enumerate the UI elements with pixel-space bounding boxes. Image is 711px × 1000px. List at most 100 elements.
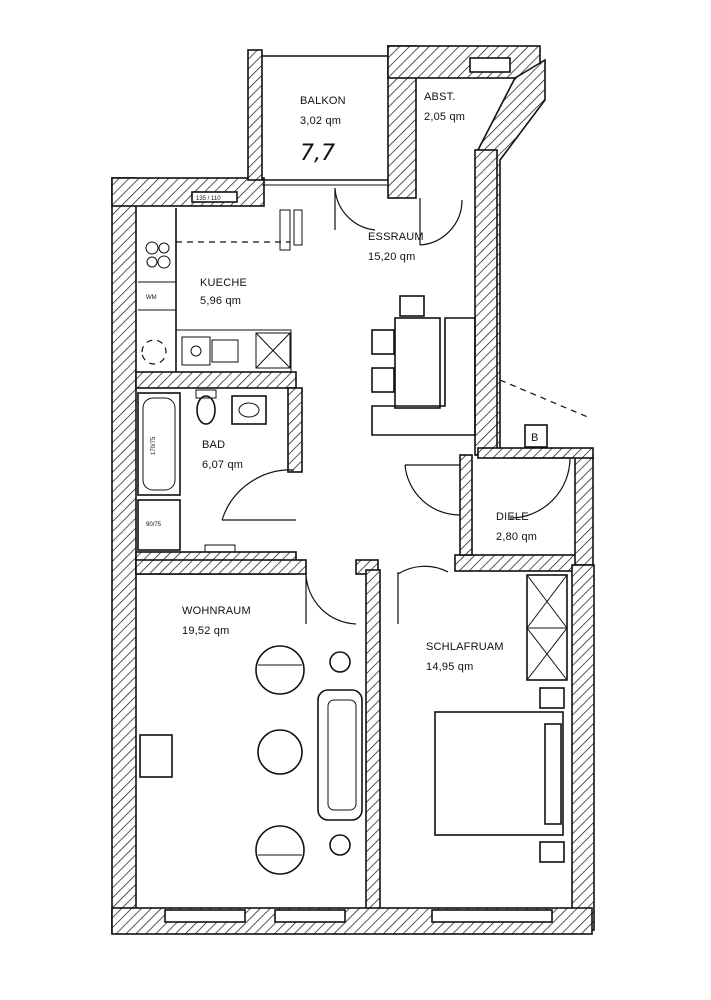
- side-table-bottom: [329, 834, 351, 856]
- wardrobe-x4: [526, 627, 568, 681]
- living-cabinet: [139, 734, 173, 778]
- room-abst-area: 2,05 qm: [424, 111, 465, 123]
- nightstand-bottom: [539, 841, 565, 863]
- sink-drain: [190, 345, 202, 357]
- bathtub: [137, 392, 181, 496]
- kitchen-table-dash: [141, 339, 167, 365]
- stove-burner-1: [145, 241, 159, 255]
- window-kitchen: [191, 191, 238, 203]
- chair-top: [399, 295, 425, 317]
- door-bedroom: [397, 565, 449, 624]
- marker-b: B: [531, 432, 539, 444]
- kitchen-sink: [181, 336, 211, 366]
- window-kitchen-label: 135 / 110: [196, 196, 221, 202]
- wall-diele-left: [459, 454, 473, 556]
- living-furniture: [139, 645, 363, 875]
- wall-bedroom-top: [454, 554, 586, 572]
- window-abst: [469, 57, 511, 73]
- room-wohnraum-name: WOHNRAUM: [182, 605, 251, 617]
- stove-burner-2: [158, 242, 170, 254]
- bedroom-furniture: [434, 574, 568, 863]
- bathtub-label: 170/75: [151, 436, 157, 455]
- doors: [221, 187, 571, 625]
- bath-fixtures: 170/75 90/75: [137, 389, 267, 553]
- room-balkon-name: BALKON: [300, 95, 346, 107]
- washbasin-bowl: [238, 402, 260, 418]
- window-living-2: [274, 909, 346, 923]
- sink-drainboard: [211, 339, 239, 363]
- room-schlafruam-name: SCHLAFRUAM: [426, 641, 504, 653]
- window-living-1: [164, 909, 246, 923]
- window-bedroom: [431, 909, 553, 923]
- marker-b-box: [524, 424, 548, 448]
- room-diele-area: 2,80 qm: [496, 531, 537, 543]
- kitchen-fixtures: WM: [138, 208, 303, 373]
- wall-bad-right: [287, 387, 303, 473]
- toilet: [196, 395, 216, 425]
- kitchen-counter-bottom: [175, 329, 292, 373]
- room-diele-name: DIELE: [496, 511, 529, 523]
- room-labels: BALKON 3,02 qm 7,7 ABST. 2,05 qm ESSRAUM…: [182, 91, 537, 673]
- room-essraum-name: ESSRAUM: [368, 231, 424, 243]
- room-bad-area: 6,07 qm: [202, 459, 243, 471]
- bathtub-inner: [142, 397, 176, 491]
- shower: [137, 499, 181, 551]
- washbasin: [231, 395, 267, 425]
- armchair-bottom: [255, 825, 305, 875]
- room-abst-name: ABST.: [424, 91, 456, 103]
- sofa-seat: [327, 699, 357, 811]
- windows: 135 / 110: [164, 55, 553, 923]
- chair-left-1: [371, 329, 395, 355]
- bed: [434, 711, 564, 836]
- sofa: [317, 689, 363, 821]
- stove-burner-3: [146, 256, 158, 268]
- wall-bedroom-right: [571, 564, 595, 931]
- wardrobe-x2: [526, 574, 568, 629]
- fridge: [255, 332, 291, 369]
- room-wohnraum-area: 19,52 qm: [182, 625, 229, 637]
- wall-diele-right: [574, 454, 594, 566]
- armchair-mid: [257, 729, 303, 775]
- wall-diele-top: [477, 447, 594, 459]
- wall-abst-top: [387, 45, 541, 79]
- door-diele: [404, 464, 461, 516]
- room-bad-name: BAD: [202, 439, 225, 451]
- kitchen-wall-unit: [279, 209, 291, 251]
- wall-living-top: [135, 559, 307, 575]
- wall-right-essraum: [474, 149, 498, 456]
- door-living: [305, 572, 357, 625]
- room-kueche-name: KUECHE: [200, 277, 247, 289]
- outside-line: [499, 379, 591, 419]
- dining-table: [394, 317, 441, 409]
- handwritten-note: 7,7: [300, 141, 335, 166]
- walls: [111, 45, 595, 935]
- chair-left-2: [371, 367, 395, 393]
- toilet-tank: [195, 389, 217, 399]
- door-abst: [419, 198, 463, 246]
- room-schlafruam-area: 14,95 qm: [426, 661, 473, 673]
- wall-top-kitchen: [111, 177, 265, 207]
- side-table-top: [329, 651, 351, 673]
- dining-furniture: [371, 295, 476, 436]
- nightstand-top: [539, 687, 565, 709]
- armchair-top: [255, 645, 305, 695]
- door-bad: [221, 469, 296, 521]
- fridge-x2: [255, 332, 291, 369]
- wall-balcony-left: [247, 49, 263, 181]
- bench: [371, 317, 476, 436]
- wall-kitchen-bad: [135, 371, 297, 389]
- bed-headboard: [544, 723, 562, 825]
- wm-label: WM: [146, 295, 157, 301]
- door-essraum: [334, 187, 376, 231]
- wall-living-bedroom: [365, 569, 381, 931]
- wall-left: [111, 177, 137, 934]
- door-diele-closet: [509, 457, 571, 519]
- shower-label: 90/75: [146, 522, 162, 528]
- bath-radiator: [204, 544, 236, 553]
- stove-burner-4: [157, 255, 171, 269]
- room-balkon-area: 3,02 qm: [300, 115, 341, 127]
- room-kueche-area: 5,96 qm: [200, 295, 241, 307]
- kitchen-wall-unit-2: [293, 209, 303, 246]
- room-essraum-area: 15,20 qm: [368, 251, 415, 263]
